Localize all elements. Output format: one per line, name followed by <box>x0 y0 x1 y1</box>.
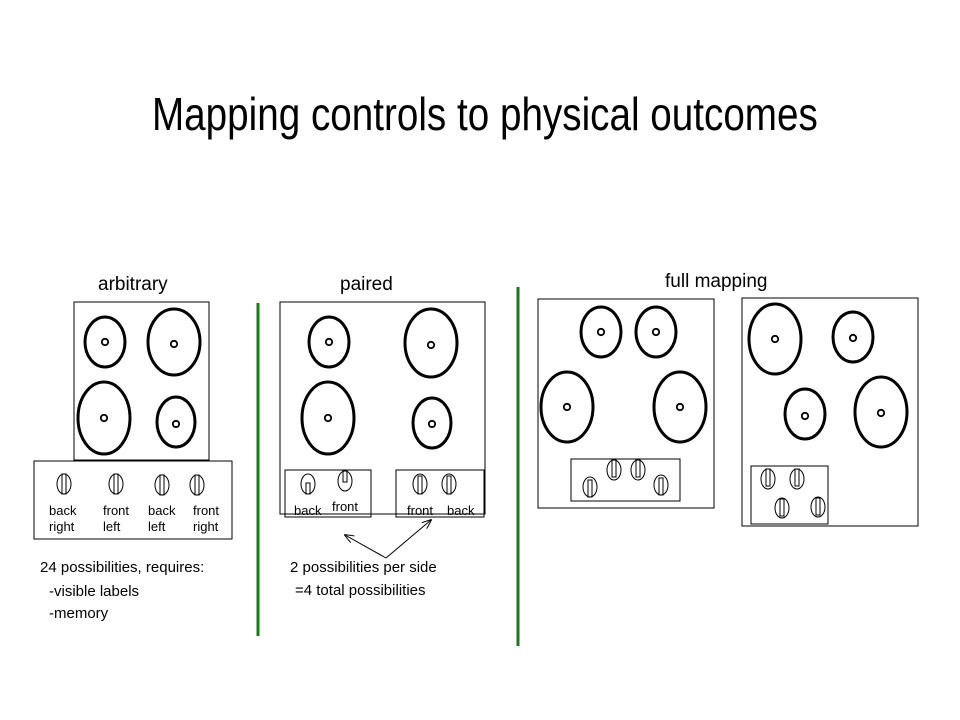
full2-burner-top-left <box>747 302 803 376</box>
paired-note-line-1: 2 possibilities per side <box>290 559 437 576</box>
arbitrary-stovetop <box>73 301 210 461</box>
full2-knob-icon-4 <box>810 496 826 518</box>
arbitrary-knob-icon-3 <box>154 474 170 496</box>
page-title: Mapping controls to physical outcomes <box>152 88 818 140</box>
full1-burner-bottom-left <box>539 370 595 444</box>
paired-right-control-panel <box>395 469 485 518</box>
full1-control-panel <box>570 458 681 502</box>
paired-burner-bottom-left <box>300 380 356 456</box>
full2-burner-bottom-left <box>783 387 827 441</box>
full1-knob-icon-3 <box>630 459 646 481</box>
full1-burner-top-right <box>634 305 678 359</box>
paired-stovetop <box>279 301 486 515</box>
paired-burner-top-left <box>307 315 351 369</box>
paired-note-line-2: =4 total possibilities <box>295 582 426 599</box>
arbitrary-burner-top-left <box>83 315 127 369</box>
arbitrary-label-2-bottom: left <box>103 519 121 534</box>
full1-burner-bottom-right <box>652 370 708 444</box>
arbitrary-heading: arbitrary <box>98 274 168 295</box>
full2-burner-bottom-right <box>853 375 909 449</box>
paired-left-knob-icon-back <box>300 473 316 495</box>
full2-control-panel <box>750 465 829 525</box>
arbitrary-label-1-top: back <box>49 503 77 518</box>
full-mapping-heading: full mapping <box>665 271 768 292</box>
arbitrary-knob-icon-2 <box>108 473 124 495</box>
paired-heading: paired <box>340 274 393 295</box>
arbitrary-control-panel <box>33 460 233 540</box>
arbitrary-burner-top-right <box>146 307 202 377</box>
full-mapping-stovetop-1 <box>537 298 715 509</box>
full2-burner-top-right <box>831 310 875 364</box>
paired-left-knob-icon-front <box>337 470 353 492</box>
arbitrary-note-line-3: -memory <box>49 605 109 622</box>
full1-burner-top-left <box>579 305 623 359</box>
paired-burner-bottom-right <box>411 396 453 450</box>
full-mapping-stovetop-2 <box>741 297 919 527</box>
arbitrary-burner-bottom-right <box>155 395 197 449</box>
paired-arrows <box>345 520 431 559</box>
arbitrary-burner-bottom-left <box>76 380 132 456</box>
arbitrary-knob-icon-4 <box>189 474 205 496</box>
arbitrary-note-line-2: -visible labels <box>49 583 140 600</box>
full1-knob-icon-4 <box>653 474 669 496</box>
arbitrary-label-2-top: front <box>103 503 130 518</box>
full2-knob-icon-1 <box>760 468 776 490</box>
arbitrary-label-4-bottom: right <box>193 519 219 534</box>
full2-knob-icon-3 <box>774 497 790 519</box>
arbitrary-note-line-1: 24 possibilities, requires: <box>40 559 205 576</box>
arbitrary-knob-icon-1 <box>56 473 72 495</box>
full1-knob-icon-1 <box>582 476 598 498</box>
paired-burner-top-right <box>403 307 459 379</box>
paired-left-control-panel <box>284 469 372 518</box>
full2-knob-icon-2 <box>789 468 805 490</box>
full1-knob-icon-2 <box>606 459 622 481</box>
arbitrary-label-1-bottom: right <box>49 519 75 534</box>
paired-right-knob-icon-back <box>441 473 457 495</box>
arbitrary-label-4-top: front <box>193 503 220 518</box>
paired-right-knob-icon-front <box>412 473 428 495</box>
arbitrary-label-3-top: back <box>148 503 176 518</box>
arbitrary-label-3-bottom: left <box>148 519 166 534</box>
paired-left-label-front: front <box>332 499 359 514</box>
